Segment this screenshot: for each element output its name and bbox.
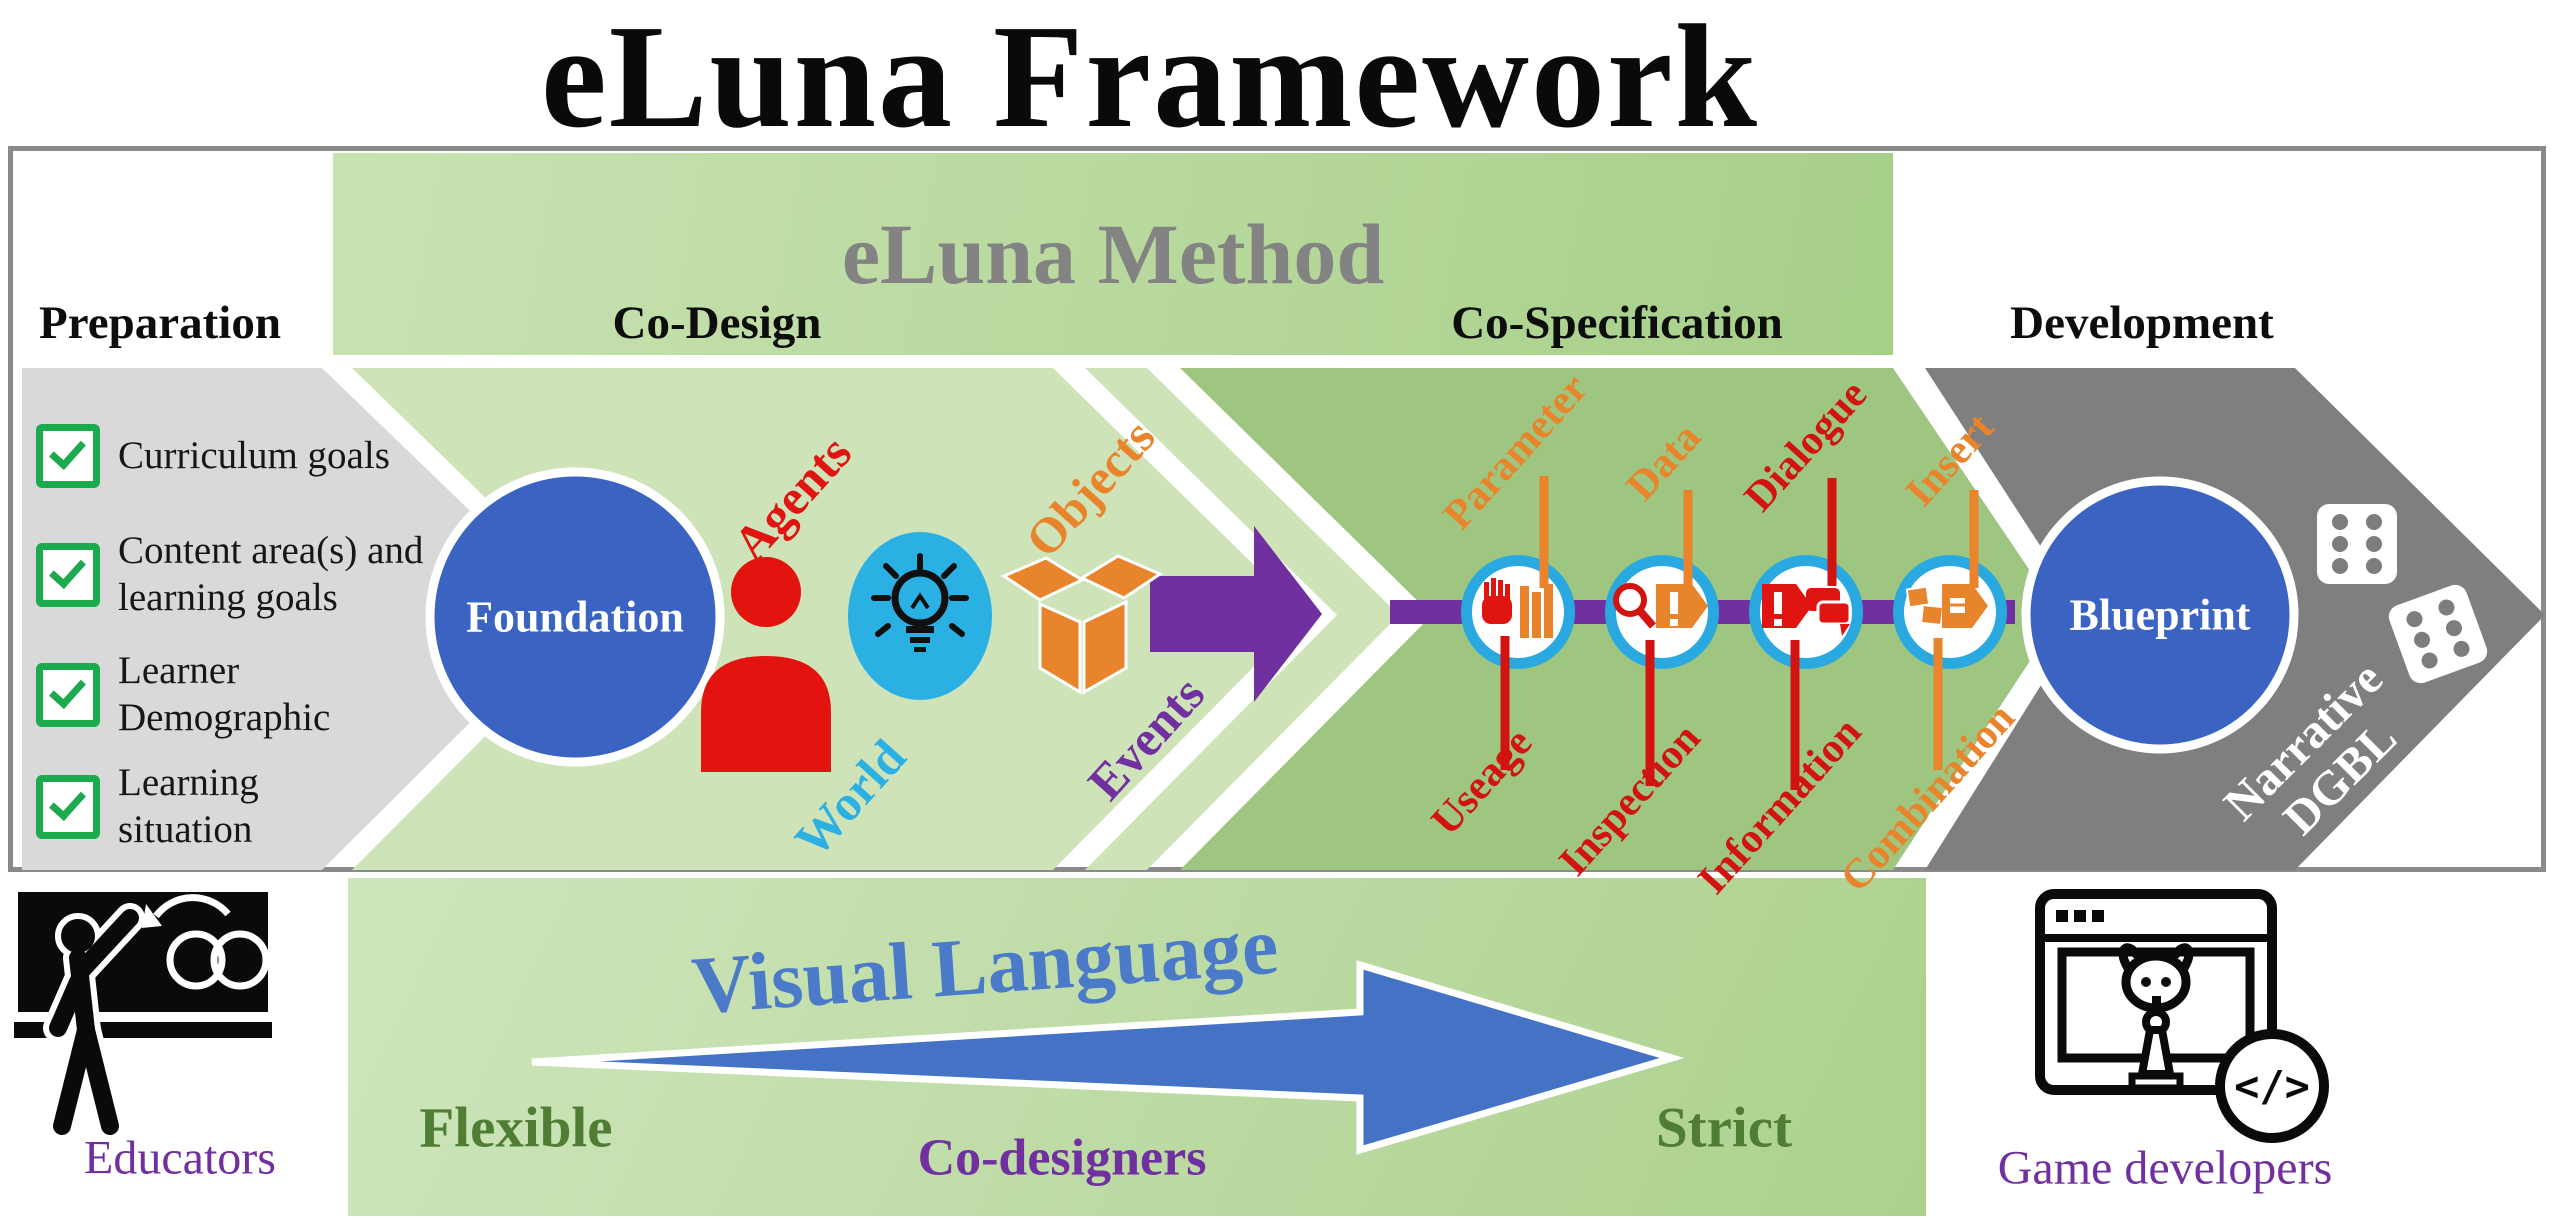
checkbox-checked-icon bbox=[36, 424, 100, 488]
code-icon: </> bbox=[2234, 1061, 2310, 1111]
co-designers-label: Co-designers bbox=[917, 1129, 1207, 1187]
checkbox-checked-icon bbox=[36, 662, 100, 727]
page-title: eLuna Framework bbox=[541, 0, 1759, 159]
phase-label-co-specification: Co-Specification bbox=[1451, 297, 1783, 349]
phase-label-co-design: Co-Design bbox=[612, 297, 822, 349]
game-developers-label: Game developers bbox=[1997, 1141, 2333, 1195]
checklist-item-label: Learner Demographic bbox=[118, 649, 331, 739]
checkbox-checked-icon bbox=[36, 542, 100, 607]
checkbox-checked-icon bbox=[36, 774, 100, 839]
checklist-item-label: Curriculum goals bbox=[118, 433, 390, 477]
checklist-item-label: Learning situation bbox=[118, 761, 259, 851]
strict-label: Strict bbox=[1655, 1096, 1793, 1160]
checklist-item: Curriculum goals bbox=[36, 424, 390, 488]
educators-label: Educators bbox=[84, 1131, 276, 1185]
checklist-item: Content area(s) and learning goals bbox=[36, 528, 423, 622]
foundation-node-label: Foundation bbox=[466, 592, 684, 642]
blueprint-node-label: Blueprint bbox=[2069, 590, 2251, 640]
checklist-item-label: Content area(s) and learning goals bbox=[118, 529, 424, 619]
pawn-icon bbox=[2128, 1008, 2184, 1092]
checklist-item: Learner Demographic bbox=[36, 648, 330, 742]
checklist-item: Learning situation bbox=[36, 760, 259, 854]
phase-label-preparation: Preparation bbox=[39, 297, 281, 349]
skull-icon bbox=[2118, 943, 2194, 1013]
method-banner: eLuna Method bbox=[333, 153, 1893, 355]
blackboard-teacher-icon bbox=[14, 892, 272, 1141]
phase-label-development: Development bbox=[2010, 297, 2274, 349]
flexible-label: Flexible bbox=[419, 1096, 613, 1160]
